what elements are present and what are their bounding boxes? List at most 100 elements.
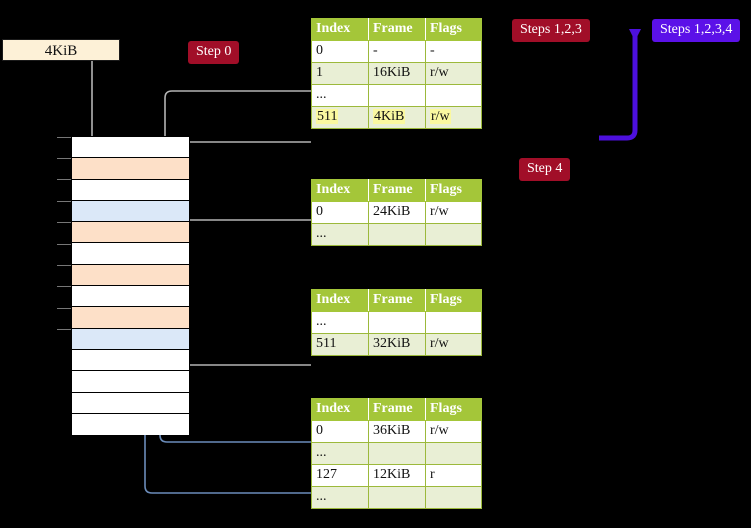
- steps-1234-badge: Steps 1,2,3,4: [652, 19, 741, 42]
- column-header-index: Index: [311, 18, 369, 41]
- table-cell: [425, 223, 482, 246]
- step-4-label: Step 4: [527, 161, 563, 176]
- table-cell: -: [368, 40, 426, 63]
- table-cell: [368, 442, 426, 465]
- column-header-flags: Flags: [425, 179, 482, 202]
- memory-frame-row: [72, 328, 189, 350]
- table-cell: 12KiB: [368, 464, 426, 487]
- memory-frame-row: [72, 413, 189, 436]
- source-page-box: 4KiB: [2, 39, 120, 61]
- memory-tick: [57, 179, 71, 180]
- table-cell: 32KiB: [368, 333, 426, 356]
- column-header-frame: Frame: [368, 398, 426, 421]
- table-cell: 511: [311, 106, 369, 129]
- wire-l2-row511-to-memory: [170, 312, 311, 366]
- memory-frame-row: [72, 371, 189, 393]
- table-cell: 511: [311, 333, 369, 356]
- memory-frame-row: [72, 179, 189, 201]
- table-row: ...: [311, 442, 482, 465]
- highlighted-value: 511: [316, 109, 339, 124]
- table-cell: [425, 442, 482, 465]
- table-cell: ...: [311, 442, 369, 465]
- memory-tick: [57, 286, 71, 287]
- memory-frame-row: [72, 286, 189, 308]
- steps-1234-label: Steps 1,2,3,4: [660, 22, 733, 37]
- table-cell: 24KiB: [368, 201, 426, 224]
- table-cell: r/w: [425, 420, 482, 443]
- table-row: ...: [311, 486, 482, 509]
- table-cell: [368, 486, 426, 509]
- memory-frame-row: [72, 264, 189, 287]
- table-cell: ...: [311, 223, 369, 246]
- table-row: ...: [311, 223, 482, 246]
- wire-l3-row0-to-memory: [176, 219, 311, 266]
- source-page-label: 4KiB: [44, 43, 78, 59]
- table-cell: ...: [311, 84, 369, 107]
- table-cell: 0: [311, 201, 369, 224]
- table-cell: ...: [311, 311, 369, 334]
- memory-frame-row: [72, 392, 189, 414]
- physical-memory-column: [71, 136, 190, 436]
- memory-tick: [57, 201, 71, 202]
- column-header-frame: Frame: [368, 289, 426, 312]
- memory-frame-row: [72, 243, 189, 265]
- table-cell: r/w: [425, 62, 482, 85]
- table-cell: ...: [311, 486, 369, 509]
- table-cell: 36KiB: [368, 420, 426, 443]
- column-header-flags: Flags: [425, 398, 482, 421]
- table-cell: [368, 84, 426, 107]
- memory-tick: [57, 244, 71, 245]
- memory-tick: [57, 222, 71, 223]
- column-header-flags: Flags: [425, 18, 482, 41]
- table-cell: 0: [311, 420, 369, 443]
- memory-tick: [57, 329, 71, 330]
- step-4-badge: Step 4: [519, 158, 571, 181]
- table-cell: [425, 486, 482, 509]
- step-0-label: Step 0: [196, 44, 232, 59]
- column-header-flags: Flags: [425, 289, 482, 312]
- table-cell: [368, 311, 426, 334]
- wire-l4-row511-to-memory: [174, 141, 311, 166]
- memory-frame-row: [72, 349, 189, 372]
- table-cell: 16KiB: [368, 62, 426, 85]
- memory-frame-row: [72, 137, 189, 159]
- highlighted-value: r/w: [430, 109, 451, 124]
- table-cell: [368, 223, 426, 246]
- column-header-index: Index: [311, 289, 369, 312]
- table-cell: 0: [311, 40, 369, 63]
- table-cell: r/w: [425, 201, 482, 224]
- table-row: 511 4KiB r/w: [311, 106, 482, 129]
- memory-frame-row: [72, 200, 189, 223]
- memory-tick: [57, 158, 71, 159]
- table-row: ...: [311, 311, 482, 334]
- column-header-index: Index: [311, 179, 369, 202]
- highlighted-value: 4KiB: [373, 109, 406, 124]
- table-cell: r: [425, 464, 482, 487]
- memory-tick: [57, 308, 71, 309]
- step-0-badge: Step 0: [188, 41, 240, 64]
- steps-123-label: Steps 1,2,3: [520, 22, 582, 37]
- column-header-index: Index: [311, 398, 369, 421]
- memory-tick: [57, 265, 71, 266]
- memory-frame-row: [72, 158, 189, 180]
- table-cell: 1: [311, 62, 369, 85]
- table-cell: r/w: [425, 333, 482, 356]
- column-header-frame: Frame: [368, 179, 426, 202]
- memory-frame-row: [72, 307, 189, 329]
- table-row: ...: [311, 84, 482, 107]
- table-cell: 127: [311, 464, 369, 487]
- table-cell: [425, 84, 482, 107]
- memory-tick: [57, 137, 71, 138]
